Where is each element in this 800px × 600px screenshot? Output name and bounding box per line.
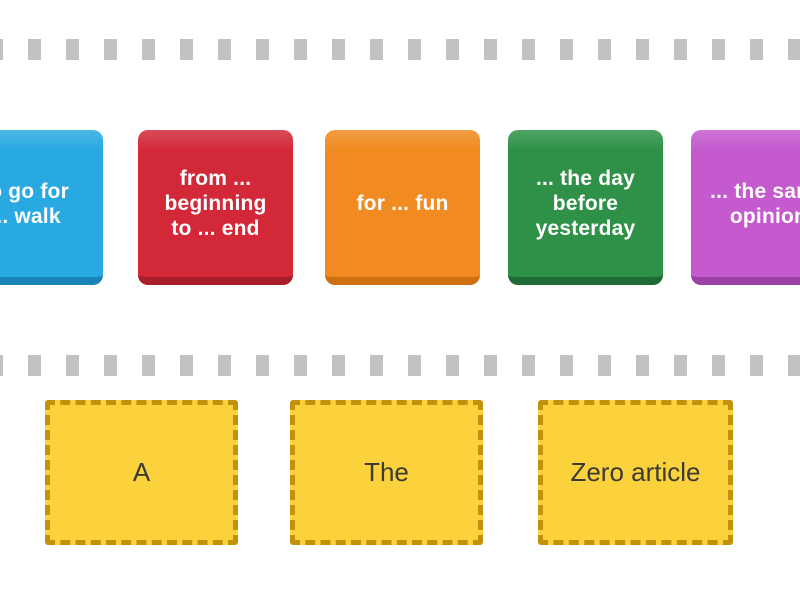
question-card-label: from ... beginning to ... end xyxy=(164,167,267,240)
answer-zone-label: Zero article xyxy=(570,457,701,487)
question-card-label: to go for ... walk xyxy=(0,179,69,228)
question-card[interactable]: ... the day before yesterday xyxy=(508,130,663,285)
question-card-label: ... the day before yesterday xyxy=(535,167,636,240)
question-card[interactable]: for ... fun xyxy=(325,130,480,285)
answer-zone-zero-article[interactable]: Zero article xyxy=(538,400,733,545)
question-card-label: for ... fun xyxy=(356,192,449,215)
question-card[interactable]: from ... beginning to ... end xyxy=(138,130,293,285)
question-card[interactable]: to go for ... walk xyxy=(0,130,103,285)
question-card-label: ... the same opinion xyxy=(710,179,800,228)
answer-zone-the[interactable]: The xyxy=(290,400,483,545)
question-card[interactable]: ... the same opinion xyxy=(691,130,800,285)
dashed-divider-top xyxy=(0,39,800,60)
answer-zone-label: The xyxy=(364,457,409,487)
answer-zone-a[interactable]: A xyxy=(45,400,238,545)
answer-zone-label: A xyxy=(132,457,151,487)
dashed-divider-bottom xyxy=(0,355,800,376)
